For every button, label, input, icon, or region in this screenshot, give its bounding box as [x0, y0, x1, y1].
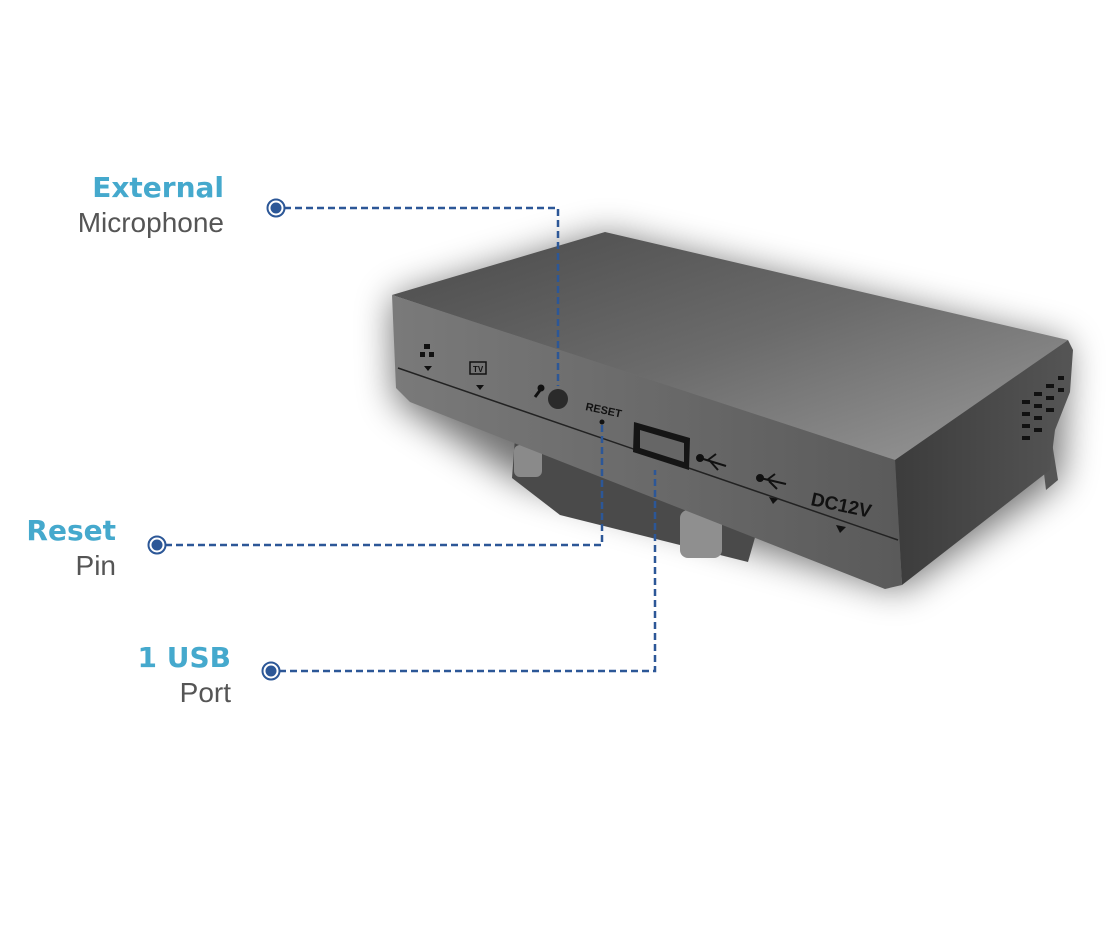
- leader-line-reset: [165, 425, 604, 547]
- leader-dot-usb: [261, 661, 281, 681]
- leader-line-usb: [279, 470, 657, 673]
- callout-subtitle: Pin: [75, 550, 116, 581]
- ethernet-icon: [420, 344, 434, 371]
- tv-port-icon: TV: [469, 361, 487, 390]
- callout-title: External: [92, 171, 224, 204]
- device-top: [392, 232, 1068, 460]
- callout-microphone: External Microphone: [78, 170, 224, 240]
- usb-icon: [696, 453, 727, 471]
- reset-pinhole: [599, 419, 605, 425]
- usb-icon-2: [756, 473, 787, 504]
- power-arrow: [836, 525, 846, 533]
- vent-grille: [1022, 376, 1064, 440]
- leader-line-microphone: [284, 206, 560, 386]
- callout-subtitle: Microphone: [77, 207, 224, 238]
- microphone-icon: [537, 384, 545, 392]
- callout-reset: Reset Pin: [26, 513, 116, 583]
- callout-title: Reset: [26, 514, 116, 547]
- microphone-jack: [533, 384, 568, 409]
- callout-usb: 1 USB Port: [138, 640, 231, 710]
- svg-text:TV: TV: [473, 365, 484, 374]
- callout-title: 1 USB: [137, 641, 231, 674]
- usb-port: [633, 422, 690, 470]
- callout-subtitle: Port: [179, 677, 231, 708]
- leader-dot-microphone: [266, 198, 286, 218]
- leader-dot-reset: [147, 535, 167, 555]
